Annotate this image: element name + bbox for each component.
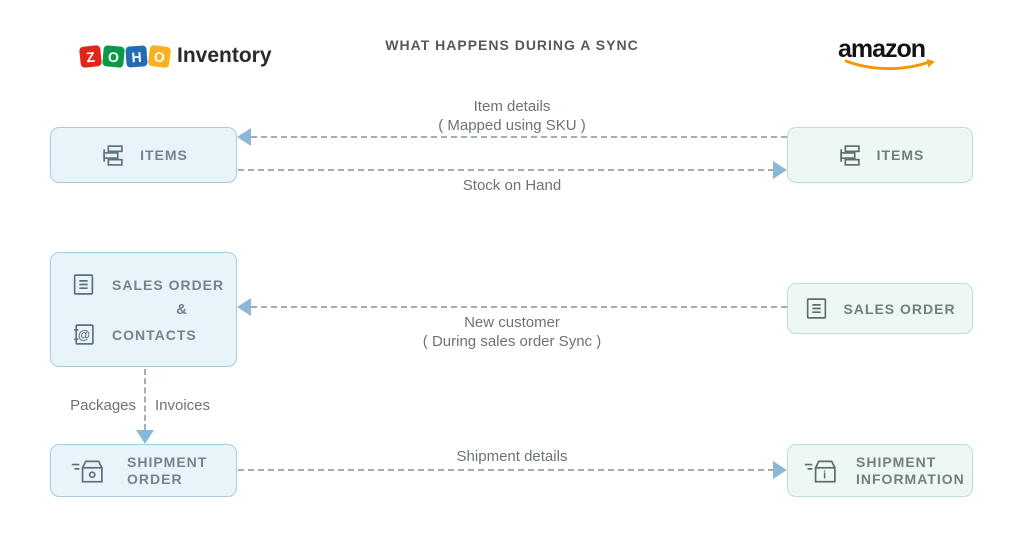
item-details-arrow-line bbox=[251, 136, 787, 138]
shipment-info-box-icon: i bbox=[804, 460, 836, 483]
node-label: SHIPMENT ORDER bbox=[127, 454, 207, 488]
stock-on-hand-label: Stock on Hand bbox=[462, 177, 562, 194]
zoho-shipment-order-node: SHIPMENT ORDER bbox=[50, 444, 237, 497]
node-label-line2: INFORMATION bbox=[856, 470, 965, 487]
amazon-logo: amazon bbox=[838, 36, 938, 72]
page-title: WHAT HAPPENS DURING A SYNC bbox=[385, 37, 639, 53]
arrowhead-left-icon bbox=[237, 298, 251, 316]
amazon-items-node: ITEMS bbox=[787, 127, 973, 183]
amazon-wordmark: amazon bbox=[838, 35, 926, 63]
ampersand-label: & bbox=[176, 301, 188, 318]
zoho-items-node: ITEMS bbox=[50, 127, 237, 183]
amazon-sales-order-node: SALES ORDER bbox=[787, 283, 973, 334]
node-label: ITEMS bbox=[140, 147, 188, 163]
item-details-label-line2: ( Mapped using SKU ) bbox=[438, 117, 586, 134]
svg-text:i: i bbox=[823, 469, 827, 481]
arrowhead-down-icon bbox=[136, 430, 154, 444]
sales-order-document-icon bbox=[73, 274, 94, 295]
sales-order-document-icon bbox=[807, 298, 827, 319]
item-details-label: Item details ( Mapped using SKU ) bbox=[262, 97, 762, 135]
arrowhead-right-icon bbox=[773, 161, 787, 179]
node-label-line1: SHIPMENT bbox=[127, 453, 208, 470]
svg-text:@: @ bbox=[78, 328, 91, 342]
contacts-row: @ CONTACTS bbox=[71, 322, 236, 347]
new-customer-label-line1: New customer bbox=[464, 314, 560, 331]
shipment-details-arrow-line bbox=[238, 469, 774, 471]
invoices-label: Invoices bbox=[155, 397, 211, 414]
shipment-details-label: Shipment details bbox=[456, 448, 568, 465]
packages-invoices-arrow-line bbox=[144, 369, 146, 430]
amazon-shipment-information-node: i SHIPMENT INFORMATION bbox=[787, 444, 973, 497]
zoho-product-name: Inventory bbox=[177, 44, 272, 67]
shipment-box-icon bbox=[71, 460, 103, 483]
arrowhead-left-icon bbox=[237, 128, 251, 146]
node-label: SALES ORDER bbox=[843, 300, 956, 317]
node-label: CONTACTS bbox=[112, 326, 197, 343]
new-customer-label: New customer ( During sales order Sync ) bbox=[262, 313, 762, 351]
amazon-smile-icon bbox=[844, 59, 935, 71]
contacts-address-book-icon: @ bbox=[74, 324, 94, 345]
items-icon bbox=[103, 144, 123, 166]
node-label-line1: SHIPMENT bbox=[856, 453, 937, 470]
packages-label: Packages bbox=[70, 397, 136, 414]
items-icon bbox=[839, 144, 860, 166]
zoho-inventory-logo: Z O H O Inventory bbox=[78, 44, 272, 68]
node-label: SHIPMENT INFORMATION bbox=[856, 454, 965, 488]
arrowhead-right-icon bbox=[773, 461, 787, 479]
new-customer-arrow-line bbox=[251, 306, 787, 308]
zoho-sales-order-contacts-node: SALES ORDER & @ CONTACTS bbox=[50, 252, 237, 367]
node-label: SALES ORDER bbox=[112, 276, 225, 293]
item-details-label-line1: Item details bbox=[473, 98, 551, 115]
node-label-line2: ORDER bbox=[127, 470, 183, 487]
stock-on-hand-arrow-line bbox=[238, 169, 774, 171]
node-label: ITEMS bbox=[876, 147, 925, 163]
sales-order-row: SALES ORDER bbox=[71, 272, 236, 297]
new-customer-label-line2: ( During sales order Sync ) bbox=[422, 333, 602, 350]
